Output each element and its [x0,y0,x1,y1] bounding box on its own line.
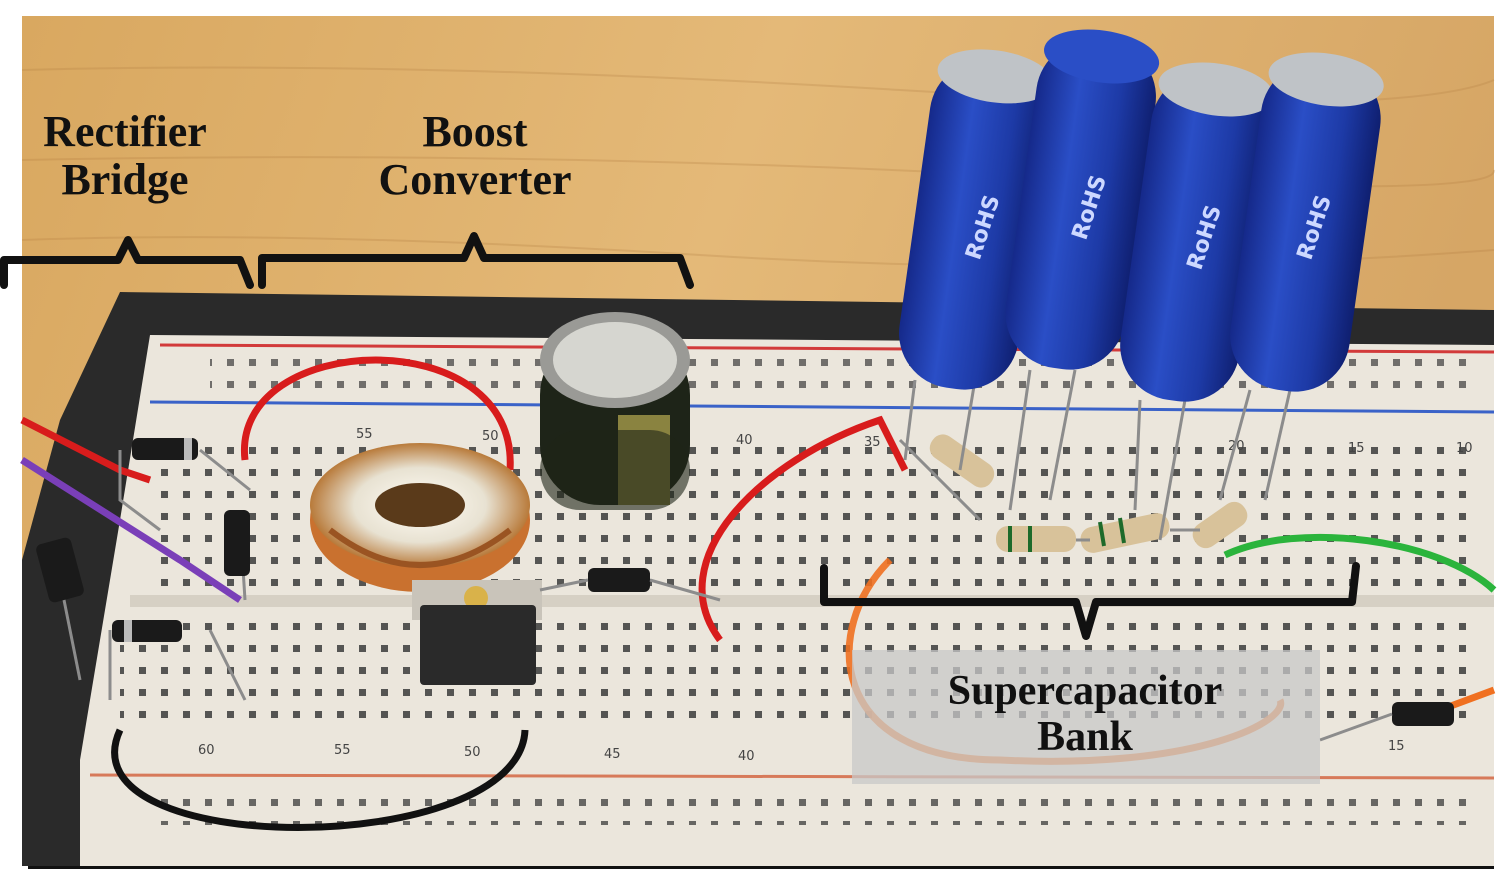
supercapacitor-bank-label: Supercapacitor Bank [860,668,1310,760]
label-line: Boost [422,107,528,156]
bottom-rule [28,866,1494,869]
diode [112,620,182,642]
diode [132,438,198,460]
label-backdrop [852,650,1320,784]
rectifier-bridge-label: Rectifier Bridge [20,107,230,205]
diode [36,537,84,603]
bb-number: 10 [1456,441,1473,456]
supercapacitor: RoHS [1005,29,1160,370]
wire-green [1223,533,1497,593]
bb-number: 15 [1348,441,1365,456]
bb-number: 50 [482,429,499,444]
bb-number: 55 [334,743,351,758]
bb-number: 40 [736,433,753,448]
diode [1392,702,1454,726]
mosfet [412,580,542,685]
top-blue-rail [149,400,1495,414]
bb-number: 35 [864,435,881,450]
wire-red-loop [241,356,514,471]
label-line: Bank [1037,714,1133,761]
toroid-inductor [310,443,530,592]
label-line: Bridge [61,155,189,205]
bb-number: 15 [1388,739,1405,754]
label-line: Converter [378,155,572,205]
diode [224,510,250,576]
wire-red-mid [698,415,909,643]
bracket-rectifier [0,236,254,289]
bracket-boost [258,232,694,289]
label-line: Rectifier [43,107,207,156]
label-line: Supercapacitor [947,668,1223,714]
bb-number: 60 [198,743,215,758]
bb-number: 50 [464,745,481,760]
wire-black-loop [111,728,529,831]
boost-converter-label: Boost Converter [350,107,600,205]
bracket-supercap [820,562,1360,640]
supercapacitor-bank: RoHS RoHS RoHS RoHS [899,29,1384,402]
diode [588,568,650,592]
supercapacitor: RoHS [1230,52,1384,392]
bb-number: 45 [604,747,621,762]
electrolytic-capacitor [540,312,690,510]
bb-number: 55 [356,427,373,442]
bb-number: 40 [738,749,755,764]
wire-purple-input [20,457,242,603]
